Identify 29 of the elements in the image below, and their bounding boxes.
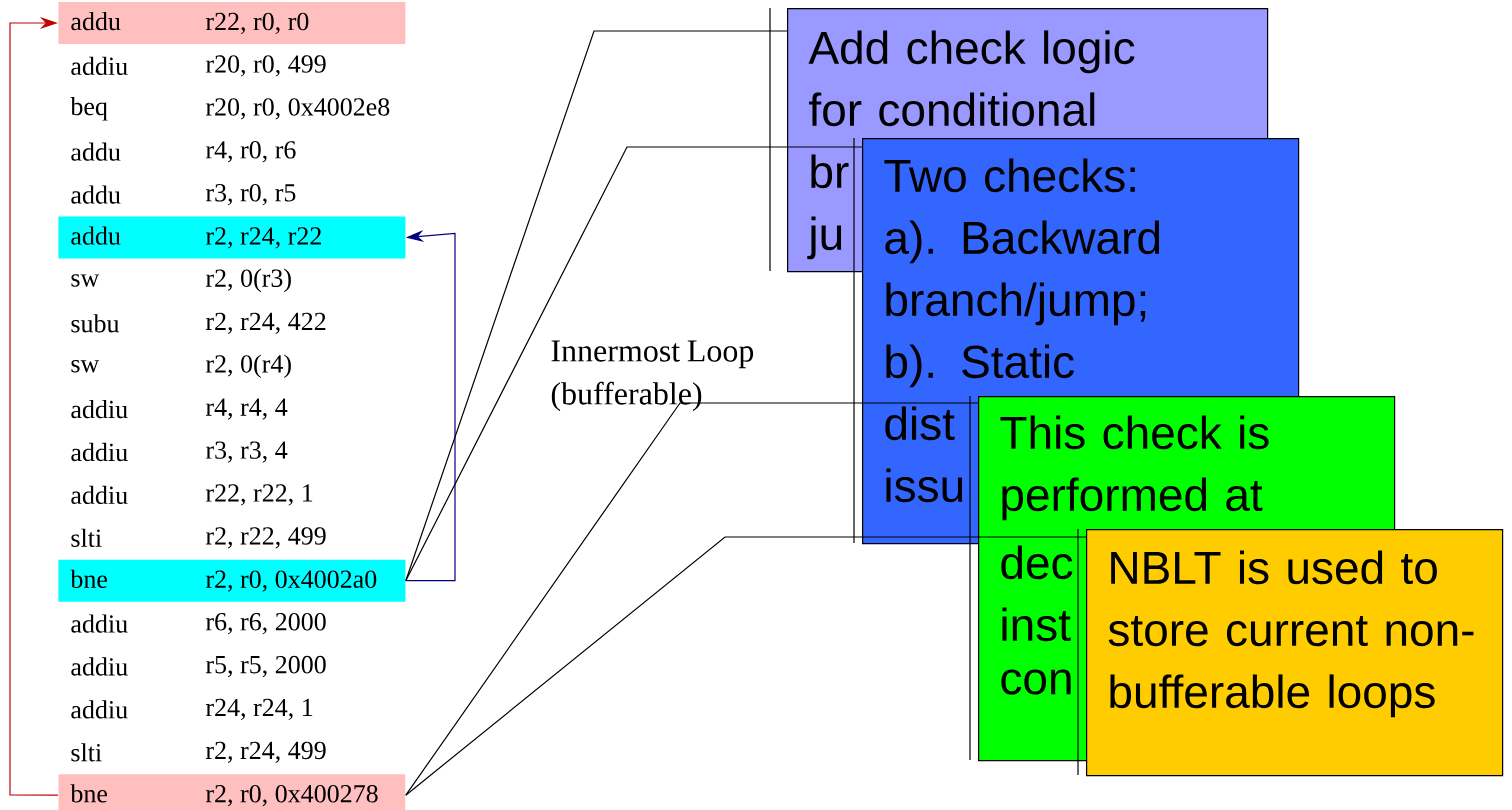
operands: r3, r3, 4 <box>205 441 288 463</box>
mnemonic: addu <box>71 142 121 161</box>
operands: r22, r22, 1 <box>205 484 313 506</box>
operands: r4, r0, r6 <box>205 141 296 163</box>
highlighted-row: addu r2, r24, r22 <box>58 216 406 259</box>
mnemonic: addiu <box>71 399 128 419</box>
leader-line <box>405 536 1087 796</box>
operands: r4, r4, 4 <box>205 398 288 420</box>
mnemonic: sw <box>71 359 100 373</box>
loop-label: Innermost Loop (bufferable) <box>551 340 754 412</box>
callout-box: NBLT is used to store current non-bufferable loops <box>1086 529 1504 777</box>
operands: r5, r5, 2000 <box>205 655 326 678</box>
mnemonic: addiu <box>71 700 128 719</box>
highlighted-row: bne r2, r0, 0x4002a0 <box>58 559 406 602</box>
operands: r2, 0(r4) <box>205 354 291 378</box>
mnemonic: addiu <box>71 485 128 505</box>
highlighted-row: addu r22, r0, r0 <box>58 2 406 44</box>
loop-arrow <box>405 230 456 582</box>
highlighted-row: bne r2, r0, 0x400278 <box>58 774 406 810</box>
leader-line <box>405 402 979 796</box>
mnemonic: addiu <box>71 657 128 676</box>
operands: r24, r24, 1 <box>205 698 313 721</box>
loop-arrow <box>9 16 59 796</box>
operands: r2, r24, 422 <box>205 312 326 334</box>
mnemonic: subu <box>71 314 120 333</box>
mnemonic: addiu <box>71 442 128 462</box>
leader-line <box>405 146 863 582</box>
operands: r20, r0, 0x4002e8 <box>205 98 390 120</box>
mnemonic: beq <box>70 97 108 121</box>
